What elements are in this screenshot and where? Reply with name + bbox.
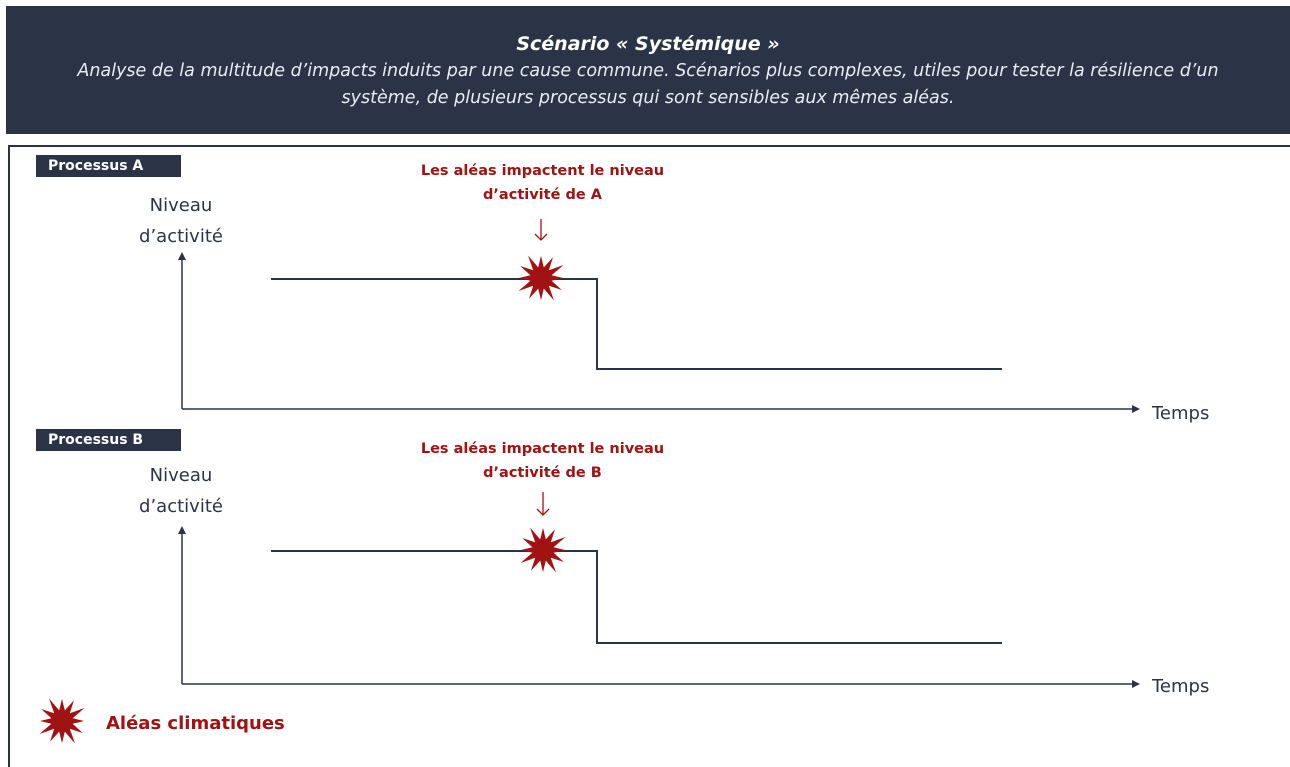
process-a-hazard-burst-icon <box>518 255 564 301</box>
process-b-y-axis-label: Niveau d’activité <box>139 465 223 517</box>
process-a-y-axis-label: Niveau d’activité <box>139 195 223 247</box>
process-a-tag: Processus A <box>36 155 181 177</box>
process-a-impact-note: Les aléas impactent le niveau d’activité… <box>420 163 665 203</box>
scenario-description: Analyse de la multitude d’impacts induit… <box>77 61 1219 108</box>
diagram-frame <box>8 145 1290 767</box>
process-b-tag: Processus B <box>36 429 181 451</box>
process-b-x-axis-label: Temps <box>1152 676 1210 697</box>
header-banner: Scénario « Systémique » Analyse de la mu… <box>6 6 1290 134</box>
scenario-title: Scénario « Systémique » <box>516 33 780 55</box>
process-a-x-axis-label: Temps <box>1152 403 1210 424</box>
legend-starburst-icon <box>39 698 85 744</box>
process-b-hazard-burst-icon <box>520 527 566 573</box>
process-b-impact-note: Les aléas impactent le niveau d’activité… <box>420 441 665 481</box>
process-b-activity-line <box>271 550 1002 644</box>
process-a-activity-line <box>271 278 1002 370</box>
legend-label: Aléas climatiques <box>106 713 285 734</box>
